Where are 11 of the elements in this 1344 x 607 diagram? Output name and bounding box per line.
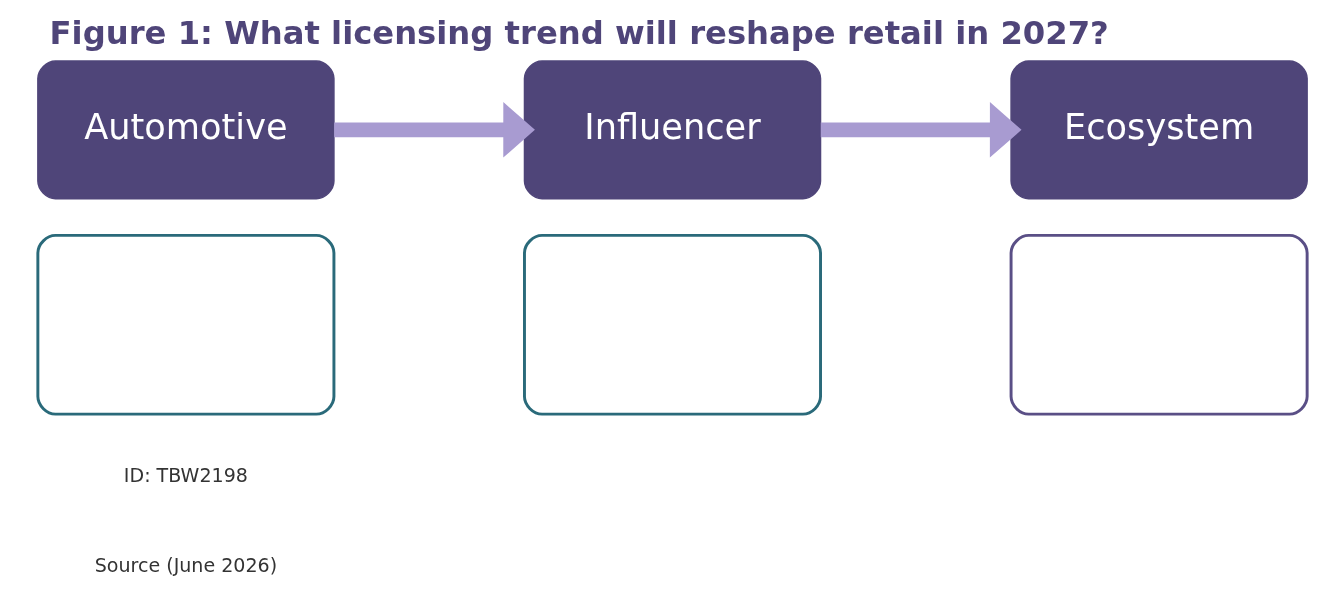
diagram-title: Figure 1: What licensing trend will reshape retail in 2027? [49, 14, 1109, 53]
node-box [1009, 233, 1309, 416]
node-box: Automotive [36, 60, 335, 200]
node-box: Influencer [523, 60, 821, 200]
node-box: Ecosystem [1009, 60, 1308, 200]
label: Source (June 2026) [94, 553, 277, 576]
arrow [333, 102, 535, 158]
node-box [35, 233, 335, 416]
label: ID: TBW2198 [123, 464, 248, 487]
arrow [820, 102, 1022, 158]
node-box [522, 233, 822, 416]
